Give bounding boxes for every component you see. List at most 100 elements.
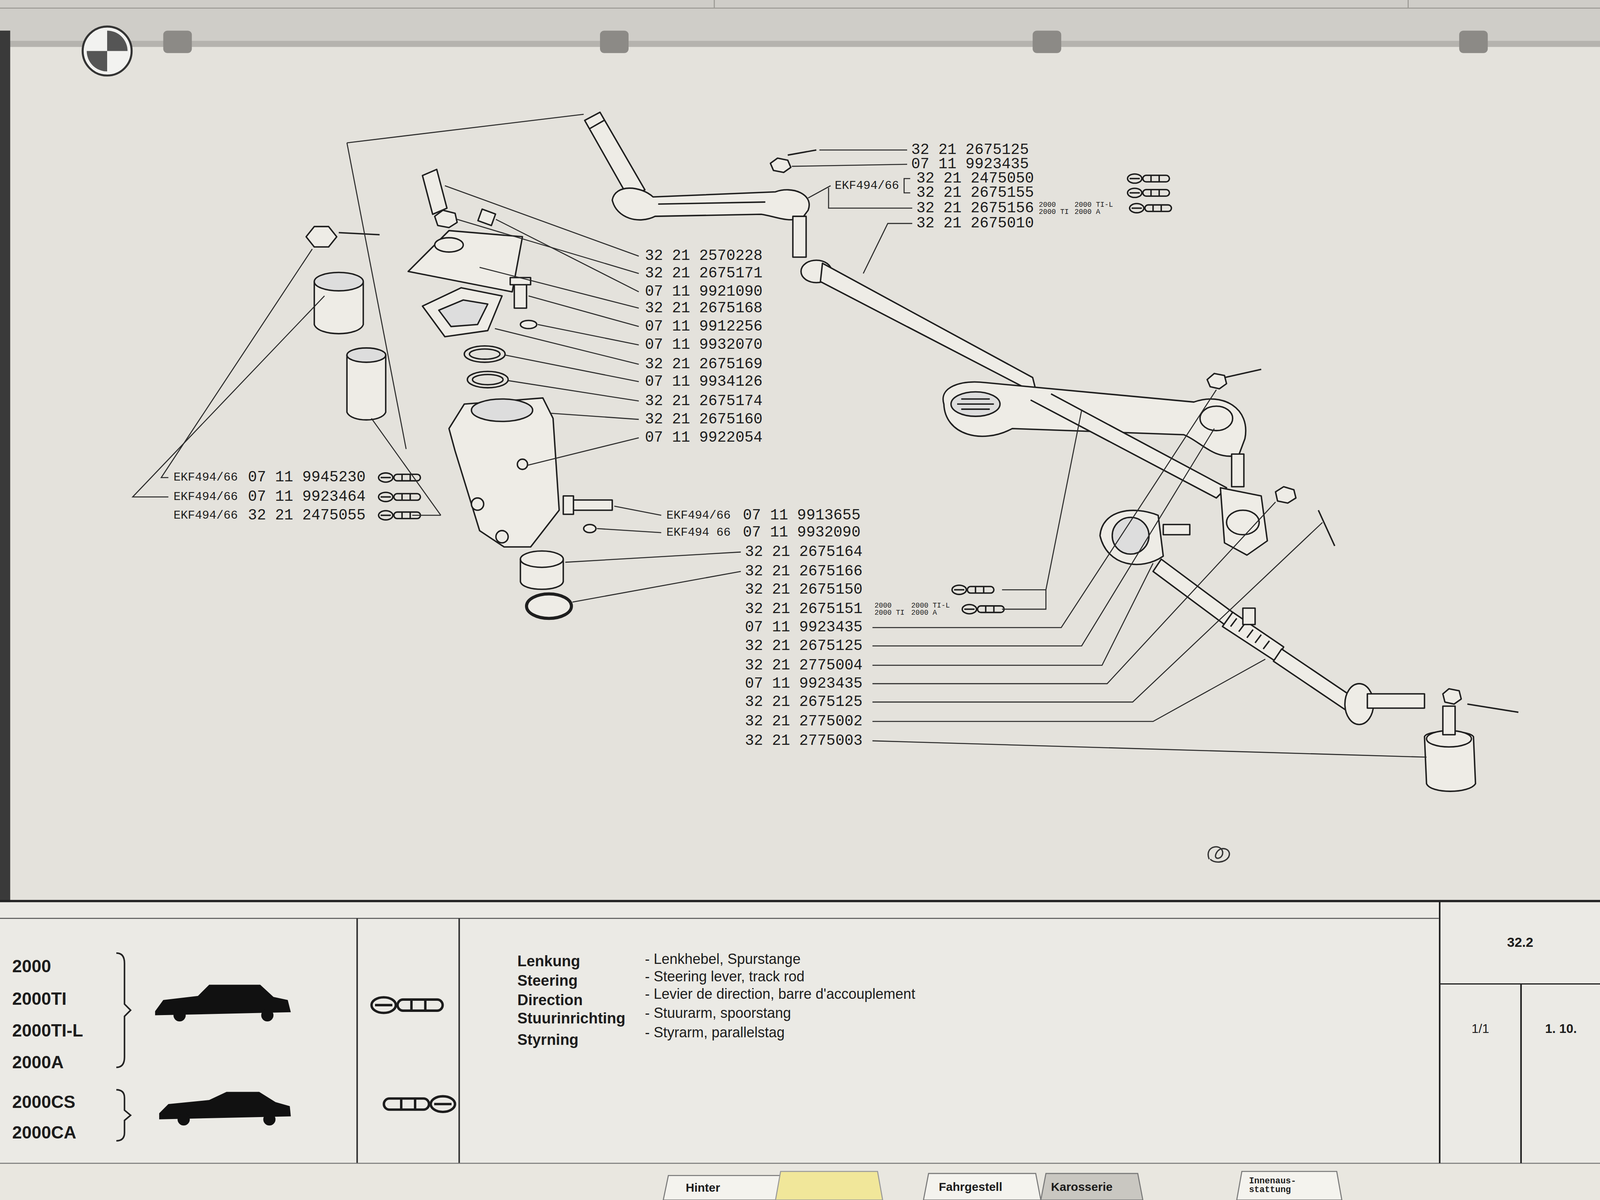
- drawing-line: [346, 142, 406, 449]
- drawing-rect: [563, 496, 574, 515]
- drawing-rect: [1032, 30, 1062, 54]
- part-number: 32 21 2675174: [644, 393, 763, 409]
- drawing-line: [787, 150, 817, 156]
- part-number: 07 11 9932070: [644, 337, 763, 353]
- drawing-line: [589, 120, 604, 129]
- model-name: 2000CA: [12, 1123, 77, 1142]
- drawing-line: [508, 380, 639, 401]
- part-number: 32 21 2675155: [916, 185, 1034, 201]
- drawing-rect: [0, 901, 1600, 1164]
- change-code: EKF494/66: [173, 509, 238, 522]
- part-number: 32 21 2570228: [644, 248, 763, 264]
- drawing-line: [0, 900, 1600, 903]
- drawing-use: [1127, 173, 1170, 183]
- drawing-path: [663, 1175, 786, 1200]
- drawing-ellipse: [1200, 405, 1233, 431]
- drawing-ellipse: [467, 371, 509, 388]
- drawing-polygon: [1442, 688, 1462, 705]
- variant-note: 2000 2000 TI: [1038, 201, 1072, 216]
- model-name: 2000CS: [12, 1093, 76, 1111]
- drawing-rect: [1367, 694, 1425, 709]
- language-heading: Styrning: [517, 1032, 579, 1048]
- drawing-path: [1100, 510, 1164, 565]
- drawing-polygon: [1275, 486, 1296, 504]
- drawing-circle: [517, 459, 528, 470]
- drawing-line: [614, 505, 662, 516]
- title-block-cell: 1/1: [1438, 984, 1521, 1164]
- part-number: 32 21 2675010: [916, 215, 1034, 231]
- part-number: 32 21 2775004: [744, 657, 863, 674]
- drawing-rect: [1459, 30, 1488, 54]
- part-number: 32 21 2675156: [916, 200, 1034, 216]
- drawing-ellipse: [520, 551, 564, 568]
- model-name: 2000TI-L: [12, 1021, 84, 1040]
- drawing-ellipse: [520, 320, 537, 329]
- drawing-path: [820, 263, 1037, 394]
- drawing-line: [458, 918, 460, 1164]
- drawing-path: [408, 230, 523, 292]
- drawing-line: [1407, 0, 1409, 9]
- drawing-ellipse: [526, 594, 572, 619]
- drawing-line: [0, 917, 1439, 920]
- drawing-ellipse: [1226, 510, 1260, 535]
- drawing-line: [346, 114, 584, 143]
- steering-parts: [305, 112, 1519, 792]
- drawing-path: [86, 51, 108, 72]
- section-tab: Innenaus- stattung: [1248, 1176, 1299, 1195]
- drawing-path: [438, 300, 488, 327]
- part-number: 32 21 2675125: [744, 638, 863, 654]
- description-text: - Lenkhebel, Spurstange: [644, 951, 801, 967]
- drawing-line: [479, 267, 639, 309]
- section-tab: Hinter: [685, 1181, 721, 1194]
- drawing-line: [528, 296, 639, 327]
- part-number: 32 21 2675166: [744, 563, 863, 579]
- drawing-use: [371, 997, 443, 1013]
- description-text: - Stuurarm, spoorstang: [644, 1005, 791, 1021]
- drawing-rect: [600, 30, 629, 54]
- drawing-line: [505, 355, 639, 382]
- drawing-line: [551, 413, 639, 420]
- section-tab: Karosserie: [1051, 1180, 1113, 1193]
- drawing-ellipse: [951, 391, 1000, 417]
- part-number: 07 11 9923435: [744, 676, 863, 692]
- drawing-path: [658, 201, 766, 204]
- drawing-rect: [0, 1163, 1600, 1200]
- drawing-ellipse: [469, 348, 500, 360]
- drawing-line: [537, 324, 639, 345]
- drawing-line: [338, 232, 380, 235]
- drawing-circle: [496, 530, 509, 543]
- drawing-path: [422, 287, 503, 337]
- section-tab: Fahrgestell: [938, 1180, 1003, 1193]
- part-number: 07 11 9921090: [644, 284, 763, 300]
- drawing-rect: [514, 281, 527, 309]
- drawing-polygon: [434, 210, 458, 228]
- drawing-path: [863, 223, 912, 274]
- drawing-line: [1467, 703, 1519, 713]
- drawing-path: [612, 188, 810, 220]
- part-number: 32 21 2675151: [744, 601, 863, 617]
- description-text: - Styrarm, parallelstag: [644, 1025, 785, 1040]
- drawing-path: [872, 501, 1276, 684]
- drawing-rect: [1442, 705, 1456, 735]
- drawing-line: [1318, 510, 1335, 547]
- drawing-path: [132, 296, 325, 498]
- drawing-ellipse: [346, 348, 386, 363]
- drawing-path: [872, 522, 1323, 703]
- drawing-path: [872, 389, 1217, 628]
- drawing-path: [1040, 1173, 1143, 1200]
- drawing-rect: [1163, 524, 1190, 535]
- drawing-path: [957, 398, 995, 410]
- drawing-line: [444, 185, 639, 256]
- part-number: 32 21 2775003: [744, 733, 863, 749]
- model-name: 2000TI: [12, 990, 67, 1008]
- change-code: EKF494/66: [173, 471, 238, 484]
- change-code: EKF494/66: [834, 179, 899, 192]
- title-block-cell: 1. 10.: [1520, 984, 1600, 1164]
- drawing-ellipse: [472, 374, 504, 385]
- drawing-line: [808, 185, 831, 199]
- drawing-line: [572, 571, 741, 602]
- drawing-rect: [571, 500, 613, 511]
- drawing-path: [923, 1173, 1041, 1200]
